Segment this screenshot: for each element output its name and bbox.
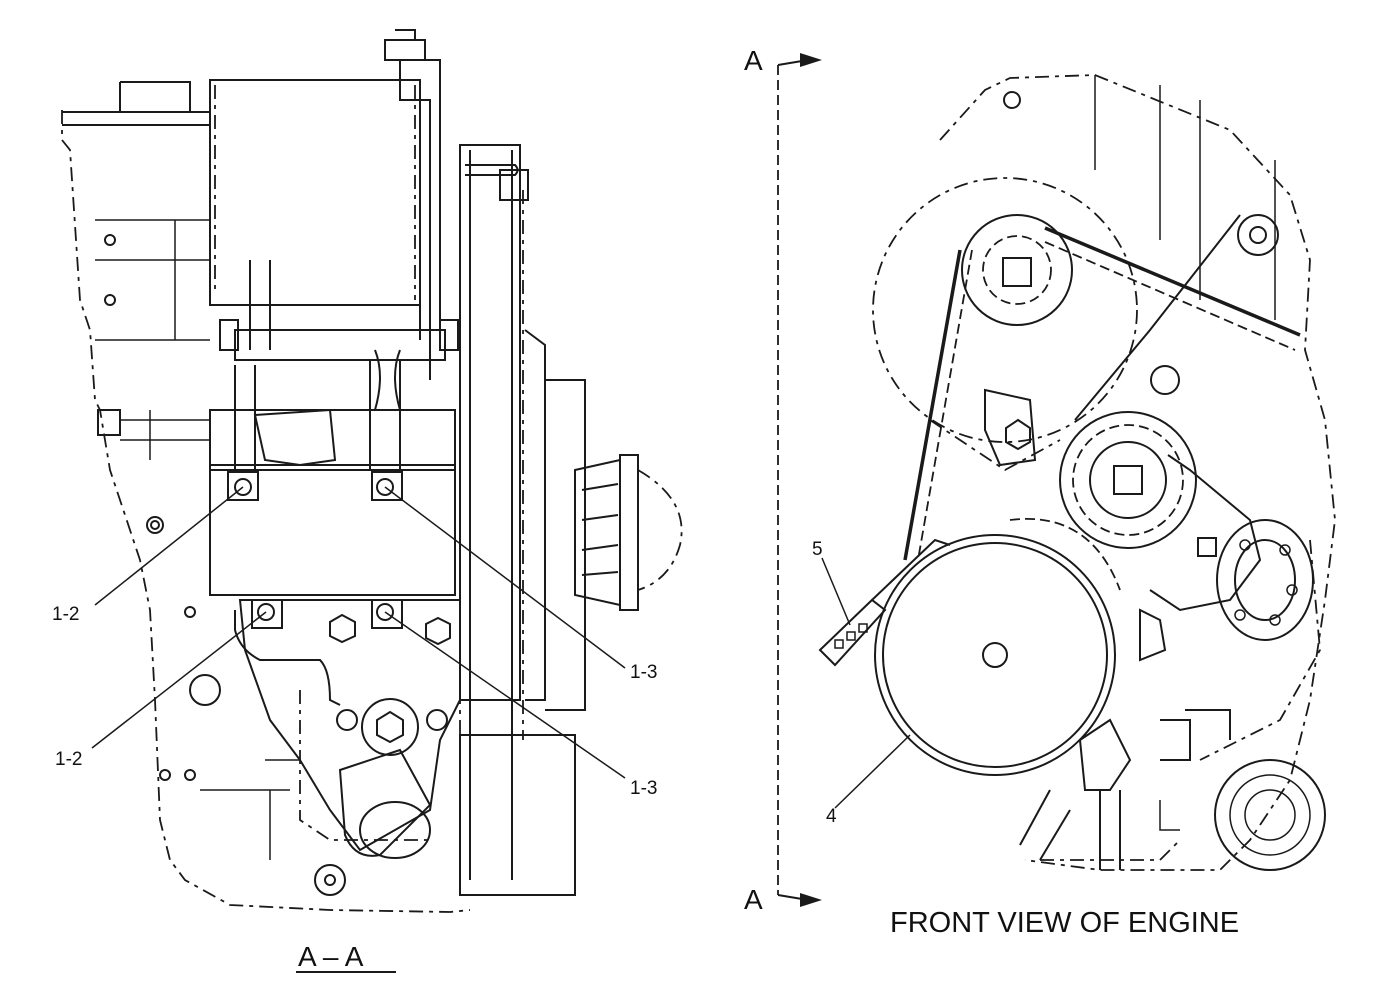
callout-1-2-lower: 1-2 xyxy=(55,749,82,770)
callout-1-3-lower: 1-3 xyxy=(630,778,657,799)
section-title: A – A xyxy=(298,941,364,972)
section-marker-bottom: A xyxy=(744,884,763,915)
section-marker-top: A xyxy=(744,45,763,76)
front-view xyxy=(777,53,1336,907)
callout-4: 4 xyxy=(826,806,837,827)
callout-1-2-upper: 1-2 xyxy=(52,604,79,625)
section-a-a-view xyxy=(61,29,683,973)
front-view-title: FRONT VIEW OF ENGINE xyxy=(890,907,1239,939)
callout-5: 5 xyxy=(812,539,823,560)
callout-1-3-upper: 1-3 xyxy=(630,662,657,683)
